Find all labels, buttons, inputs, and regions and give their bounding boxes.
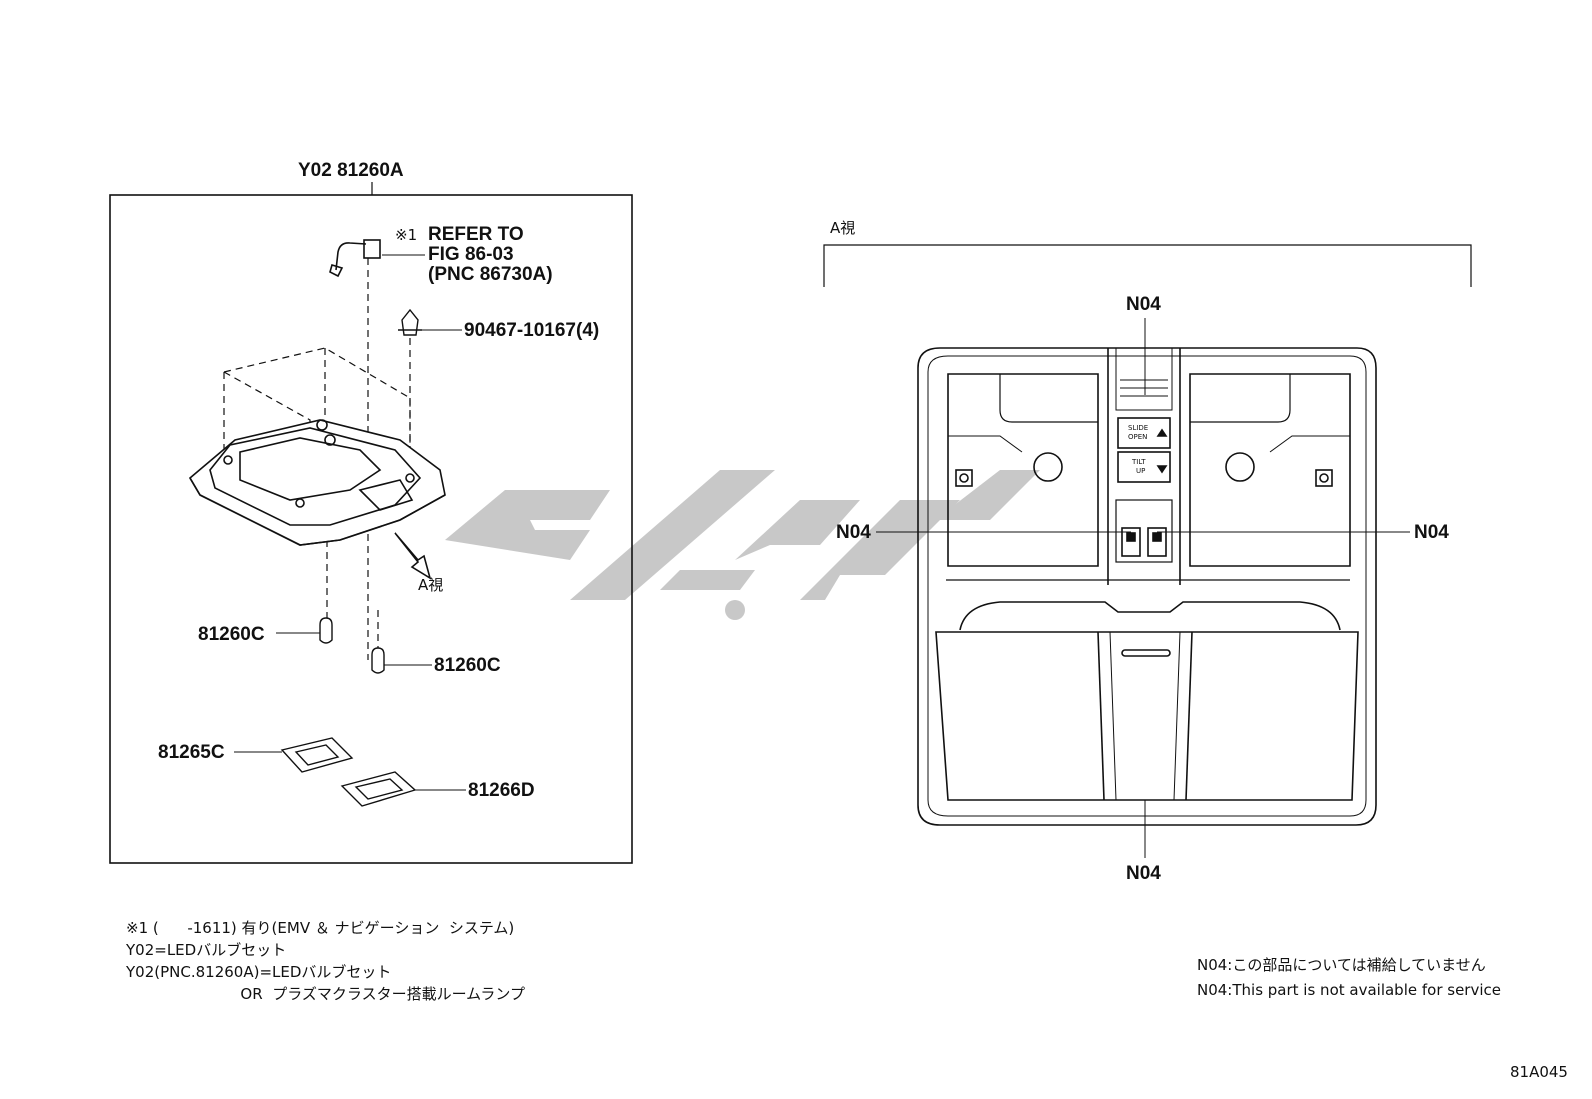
n04-note-jp: N04:この部品については補給していません	[1197, 956, 1486, 974]
up-label: UP	[1136, 467, 1145, 475]
n04-left-label: N04	[836, 522, 871, 543]
assembly-box	[109, 194, 633, 864]
open-label: OPEN	[1128, 433, 1147, 441]
console-assembly	[917, 347, 1377, 826]
refer-line-3: (PNC 86730A)	[428, 264, 553, 285]
n04-top-label: N04	[1126, 294, 1161, 315]
part-81265c-label: 81265C	[158, 742, 225, 763]
part-81260c-right-label: 81260C	[434, 655, 501, 676]
view-a-label-right: A視	[830, 219, 855, 237]
n04-bottom-label: N04	[1126, 863, 1161, 884]
part-81260c-left-label: 81260C	[198, 624, 265, 645]
refer-line-1: REFER TO	[428, 224, 524, 245]
figure-code: 81A045	[1510, 1063, 1568, 1081]
footnote-line: Y02(PNC.81260A)=LEDバルブセット	[126, 963, 392, 981]
footnote-line: Y02=LEDバルブセット	[126, 941, 287, 959]
n04-note-en: N04:This part is not available for servi…	[1197, 981, 1501, 999]
clip-part	[398, 308, 462, 336]
watermark-logo	[445, 470, 1040, 620]
footnotes: ※1 ( -1611) 有り(EMV ＆ ナビゲーション システム) Y02=L…	[126, 917, 525, 1005]
assembly-label: Y02 81260A	[298, 160, 404, 181]
refer-line-2: FIG 86-03	[428, 244, 514, 265]
room-lamp-part	[188, 419, 446, 546]
part-81266d-label: 81266D	[468, 780, 535, 801]
n04-notes: N04:この部品については補給していません N04:This part is n…	[1197, 953, 1501, 1003]
view-a-bracket	[823, 244, 1472, 287]
footnote-line: OR プラズマクラスター搭載ルームランプ	[126, 985, 525, 1003]
bulb-left-part	[276, 617, 333, 644]
part-90467-label: 90467-10167(4)	[464, 320, 599, 341]
view-a-arrow	[394, 532, 432, 580]
lens-81265c-part	[234, 737, 354, 773]
wire-harness-part	[329, 239, 425, 278]
tilt-label: TILT	[1131, 458, 1146, 466]
footnote-line: ※1 ( -1611) 有り(EMV ＆ ナビゲーション システム)	[126, 919, 515, 937]
view-a-label-left: A視	[418, 576, 443, 594]
bulb-right-part	[371, 647, 432, 674]
n04-leaders	[876, 318, 1410, 858]
refer-mark: ※1	[395, 226, 417, 244]
left-panel	[109, 182, 633, 864]
lens-81266d-part	[340, 771, 466, 807]
n04-right-label: N04	[1414, 522, 1449, 543]
slide-label: SLIDE	[1128, 424, 1148, 432]
